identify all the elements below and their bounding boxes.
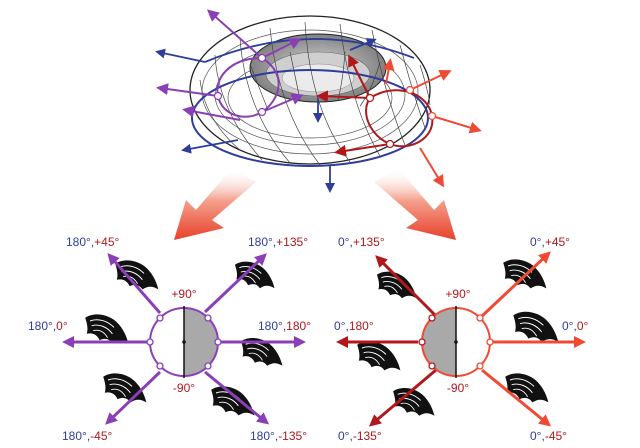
top-angle-mark: +90° bbox=[445, 287, 470, 301]
wing-icon bbox=[84, 313, 129, 344]
angle-label: 180°,180° bbox=[258, 319, 311, 333]
wing-icon bbox=[504, 372, 549, 403]
torus-mesh-icon bbox=[155, 9, 482, 193]
angle-label: 0°,+135° bbox=[338, 235, 385, 249]
left-angle-diagram: +90° -90° 180°,+45° 180°,+135° 180°,0° 1… bbox=[28, 235, 311, 443]
wing-icon bbox=[102, 372, 147, 403]
wing-icon bbox=[356, 340, 401, 371]
wing-icon bbox=[512, 311, 559, 343]
wing-icon bbox=[210, 385, 255, 416]
top-angle-mark: +90° bbox=[171, 287, 196, 301]
angle-label: 0°,0° bbox=[562, 319, 589, 333]
angle-label: 0°,+45° bbox=[530, 235, 570, 249]
angle-label: 0°,180° bbox=[334, 319, 374, 333]
right-transition-arrow bbox=[374, 168, 456, 240]
bottom-angle-mark: -90° bbox=[447, 381, 469, 395]
bottom-angle-mark: -90° bbox=[173, 381, 195, 395]
angle-label: 180°,-45° bbox=[62, 429, 113, 443]
right-angle-diagram: +90° -90° 0°,+135° 0°,+45° 0°,180° 0°,0°… bbox=[334, 235, 589, 443]
left-transition-arrow bbox=[174, 168, 256, 240]
angle-label: 0°,-135° bbox=[338, 429, 382, 443]
angle-label: 0°,-45° bbox=[530, 429, 567, 443]
angle-label: 180°,+45° bbox=[66, 235, 120, 249]
angle-label: 180°,0° bbox=[28, 319, 68, 333]
angle-label: 180°,-135° bbox=[250, 429, 307, 443]
angle-label: 180°,+135° bbox=[248, 235, 308, 249]
